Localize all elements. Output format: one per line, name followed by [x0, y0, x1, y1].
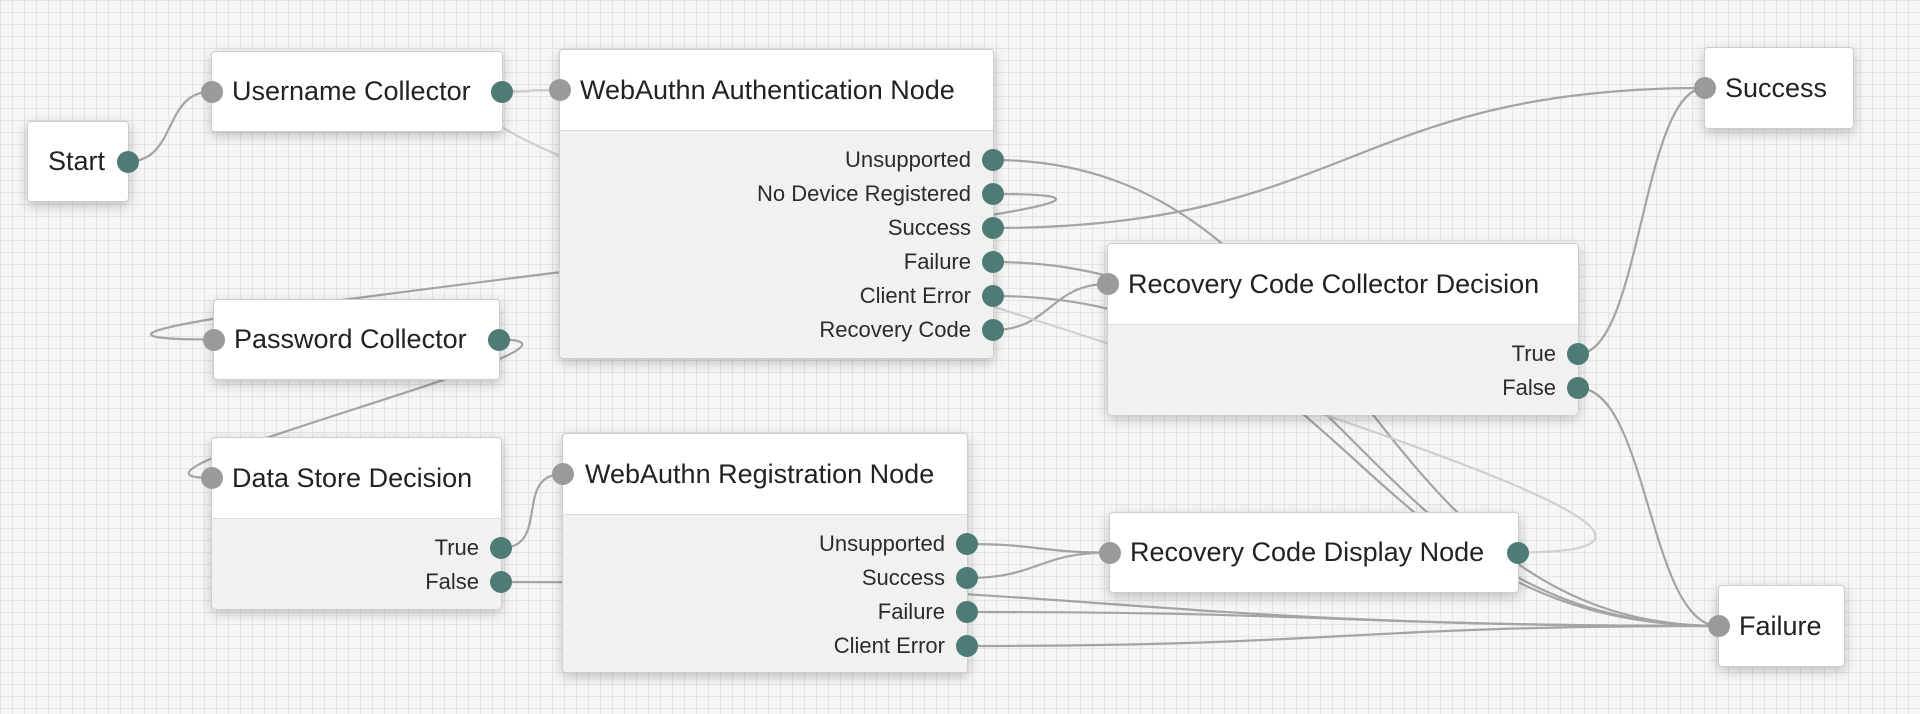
node-title: Password Collector — [234, 324, 467, 354]
node-title: Success — [1725, 72, 1828, 103]
input-port[interactable] — [552, 463, 574, 485]
output-port[interactable] — [956, 601, 978, 623]
output-port[interactable] — [1507, 541, 1529, 564]
output-port[interactable] — [490, 571, 512, 593]
output-port[interactable] — [982, 183, 1004, 205]
outcome-unsupported: Unsupported — [560, 143, 1004, 177]
output-port[interactable] — [491, 80, 513, 103]
output-port[interactable] — [117, 150, 139, 173]
webauthn-authentication-node[interactable]: WebAuthn Authentication Node Unsupported… — [549, 49, 1004, 359]
connection-reg-unsupported-display — [966, 542, 1111, 554]
outcome-false: False — [1108, 371, 1589, 405]
outcome-true: True — [1108, 337, 1589, 371]
success-node[interactable]: Success — [1694, 47, 1854, 129]
output-port[interactable] — [956, 635, 978, 657]
node-header: Recovery Code Collector Decision — [1097, 244, 1578, 325]
connection-collector-false-failure — [1577, 386, 1720, 628]
outcome-false: False — [212, 565, 512, 599]
connection-auth-recovery-collector — [992, 282, 1109, 332]
password-collector-node[interactable]: Password Collector — [203, 299, 510, 380]
input-port[interactable] — [201, 80, 223, 103]
connection-start-username — [127, 90, 213, 163]
outcome-recovery-code: Recovery Code — [560, 313, 1004, 347]
output-port[interactable] — [1567, 377, 1589, 399]
input-port[interactable] — [203, 328, 225, 351]
outcome-list: True False — [1108, 325, 1589, 415]
node-title: Recovery Code Collector Decision — [1128, 268, 1540, 299]
node-header: Password Collector — [214, 300, 499, 379]
connection-collector-true-success — [1577, 86, 1706, 356]
input-port[interactable] — [549, 79, 571, 101]
start-node[interactable]: Start — [27, 121, 139, 202]
output-port[interactable] — [1567, 343, 1589, 365]
outcome-failure: Failure — [560, 245, 1004, 279]
node-header: Failure — [1719, 586, 1844, 666]
outcome-list: Unsupported No Device Registered Success… — [560, 131, 1004, 358]
output-port[interactable] — [982, 319, 1004, 341]
node-title: Data Store Decision — [232, 462, 473, 493]
recovery-code-collector-decision-node[interactable]: Recovery Code Collector Decision True Fa… — [1097, 243, 1589, 415]
output-port[interactable] — [982, 285, 1004, 307]
node-title: Username Collector — [232, 76, 471, 106]
outcome-failure: Failure — [563, 595, 978, 629]
node-header: Start — [28, 122, 128, 201]
output-port[interactable] — [982, 217, 1004, 239]
output-port[interactable] — [956, 533, 978, 555]
output-port[interactable] — [488, 328, 510, 351]
input-port[interactable] — [1097, 273, 1119, 295]
node-header: Username Collector — [212, 52, 502, 131]
username-collector-node[interactable]: Username Collector — [201, 51, 513, 132]
output-port[interactable] — [490, 537, 512, 559]
outcome-list: Unsupported Success Failure Client Error — [563, 515, 978, 672]
connection-datastore-true-registration — [500, 472, 564, 550]
connection-auth-success-success — [992, 86, 1706, 230]
outcome-list: True False — [212, 519, 512, 609]
connection-reg-success-display — [966, 551, 1111, 580]
data-store-decision-node[interactable]: Data Store Decision True False — [201, 437, 512, 609]
outcome-success: Success — [560, 211, 1004, 245]
input-port[interactable] — [1099, 541, 1121, 564]
node-title: Recovery Code Display Node — [1130, 537, 1485, 567]
webauthn-registration-node[interactable]: WebAuthn Registration Node Unsupported S… — [552, 433, 978, 673]
node-title: WebAuthn Authentication Node — [580, 74, 955, 105]
input-port[interactable] — [1708, 615, 1730, 637]
input-port[interactable] — [1694, 77, 1716, 99]
outcome-true: True — [212, 531, 512, 565]
input-port[interactable] — [201, 467, 223, 489]
failure-node[interactable]: Failure — [1708, 585, 1845, 667]
outcome-client-error: Client Error — [563, 629, 978, 663]
node-title: Start — [48, 146, 106, 176]
outcome-unsupported: Unsupported — [563, 527, 978, 561]
outcome-no-device-registered: No Device Registered — [560, 177, 1004, 211]
node-header: Success — [1705, 48, 1853, 128]
connection-reg-clienterror-failure — [966, 624, 1720, 648]
node-title: Failure — [1739, 610, 1822, 641]
node-header: Recovery Code Display Node — [1110, 513, 1518, 592]
outcome-success: Success — [563, 561, 978, 595]
node-header: Data Store Decision — [201, 438, 501, 519]
output-port[interactable] — [982, 149, 1004, 171]
node-header: WebAuthn Authentication Node — [549, 50, 993, 131]
node-header: WebAuthn Registration Node — [552, 434, 967, 515]
node-title: WebAuthn Registration Node — [585, 458, 935, 489]
output-port[interactable] — [956, 567, 978, 589]
output-port[interactable] — [982, 251, 1004, 273]
connection-reg-failure-failure — [966, 610, 1720, 628]
outcome-client-error: Client Error — [560, 279, 1004, 313]
recovery-code-display-node[interactable]: Recovery Code Display Node — [1099, 512, 1529, 593]
